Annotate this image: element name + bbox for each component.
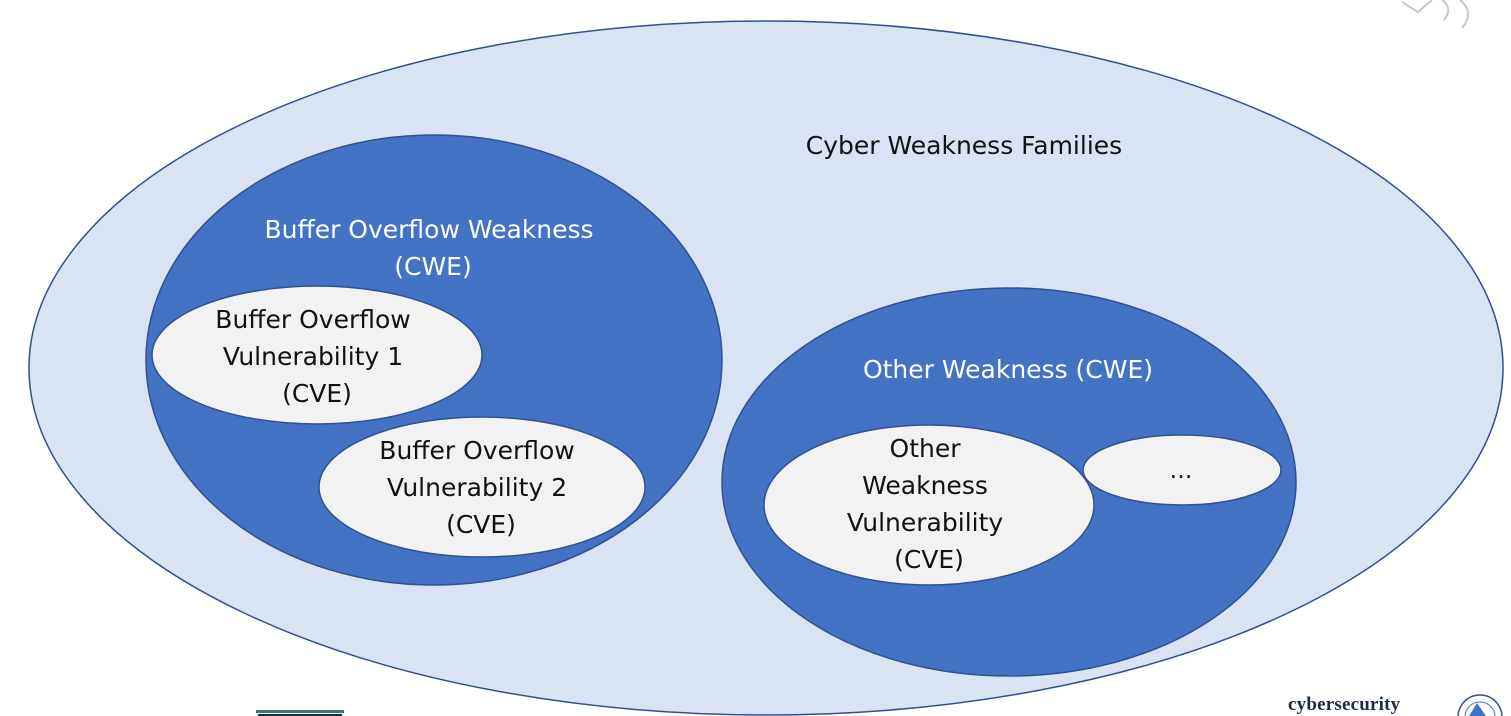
buffer-overflow-weakness-label-line: (CWE): [394, 252, 471, 281]
other-weakness-vuln-label: Other Weakness Vulnerability (CVE): [847, 434, 1011, 574]
other-weakness-label-line: Other Weakness (CWE): [863, 355, 1153, 384]
other-weakness-vuln-line: (CVE): [894, 545, 964, 574]
buffer-overflow-weakness-label-line: Buffer Overflow Weakness: [264, 215, 593, 244]
buffer-overflow-weakness-label: Buffer Overflow Weakness (CWE): [264, 215, 601, 281]
buffer-overflow-vuln-2-ellipse: [318, 416, 646, 558]
buffer-overflow-vuln-2-label: Buffer Overflow Vulnerability 2 (CVE): [379, 436, 582, 539]
buffer-overflow-vuln-1-line: Buffer Overflow: [215, 305, 410, 334]
buffer-overflow-vuln-1-ellipse: [151, 285, 483, 425]
other-weakness-vuln-line: Weakness: [862, 471, 988, 500]
outer-label: Cyber Weakness Families: [806, 131, 1122, 160]
ellipsis-ellipse: [1082, 434, 1282, 506]
buffer-overflow-vuln-1-label: Buffer Overflow Vulnerability 1 (CVE): [215, 305, 418, 408]
seal-icon: [1457, 694, 1503, 716]
ellipsis-label: …: [1170, 458, 1193, 484]
other-weakness-label: Other Weakness (CWE): [863, 355, 1153, 384]
buffer-overflow-vuln-2-line: Buffer Overflow: [379, 436, 574, 465]
other-weakness-vuln-line: Other: [890, 434, 962, 463]
other-weakness-vuln-ellipse: [763, 424, 1095, 586]
footer-brand-text: cybersecurity: [1288, 694, 1401, 715]
ellipsis-line: …: [1170, 458, 1193, 484]
logo-icon: [256, 710, 344, 716]
buffer-overflow-vuln-2-line: (CVE): [446, 510, 516, 539]
buffer-overflow-vuln-2-line: Vulnerability 2: [387, 473, 567, 502]
other-weakness-vuln-line: Vulnerability: [847, 508, 1004, 537]
buffer-overflow-vuln-1-line: (CVE): [282, 379, 352, 408]
speaker-icon[interactable]: [1401, 0, 1469, 29]
buffer-overflow-vuln-1-line: Vulnerability 1: [223, 342, 403, 371]
